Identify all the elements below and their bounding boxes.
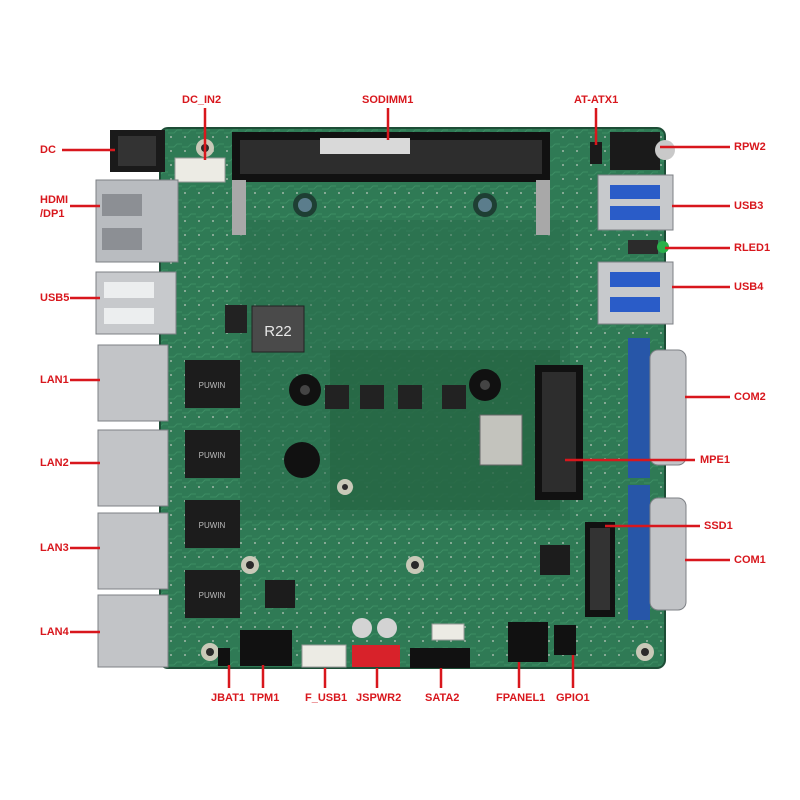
mpe1-slot [535,365,583,500]
rled1-led [628,240,669,254]
magnetics-marking: PUWIN [199,451,226,460]
bottom-headers [218,618,576,668]
label-dc: DC [40,144,56,156]
label-lan4: LAN4 [40,626,69,638]
chips [225,305,570,608]
label-at-atx1: AT-ATX1 [574,94,619,106]
label-rpw2: RPW2 [734,141,766,153]
label-usb3: USB3 [734,200,764,212]
lan-magnetics: PUWIN PUWIN PUWIN PUWIN [185,360,240,618]
dc-jack [110,130,165,172]
label-lan1: LAN1 [40,374,69,386]
magnetics-marking: PUWIN [199,521,226,530]
label-usb5: USB5 [40,292,70,304]
leader-lines [62,108,730,688]
label-sodimm1: SODIMM1 [362,94,414,106]
com2-port [628,338,687,478]
label-fpanel1: FPANEL1 [496,692,546,704]
ssd1-slot [585,522,615,617]
label-hdmi-dp1-line1: HDMI [40,194,69,206]
usb4-port [597,261,674,325]
label-hdmi-dp1-line2: /DP1 [40,208,65,220]
label-usb4: USB4 [734,281,764,293]
magnetics-marking: PUWIN [199,381,226,390]
magnetics-marking: PUWIN [199,591,226,600]
inductor-r22: R22 [251,305,305,353]
usb3-port [597,174,674,231]
sodimm-slot [232,132,550,235]
label-ssd1: SSD1 [704,520,733,532]
label-f-usb1: F_USB1 [305,692,348,704]
label-com2: COM2 [734,391,766,403]
label-gpio1: GPIO1 [556,692,590,704]
com1-port [628,485,687,620]
label-com1: COM1 [734,554,766,566]
label-jbat1: JBAT1 [211,692,246,704]
label-sata2: SATA2 [425,692,460,704]
hdmi-dp-ports [95,179,179,263]
inductor-marking: R22 [264,323,292,340]
label-lan2: LAN2 [40,457,69,469]
label-rled1: RLED1 [734,242,771,254]
usb5-port [95,271,177,335]
label-dc-in2: DC_IN2 [182,94,222,106]
label-lan3: LAN3 [40,542,69,554]
label-jspwr2: JSPWR2 [356,692,402,704]
rpw2-button [610,132,675,170]
at-atx1-jumper [590,142,602,164]
dc-in2-header [174,157,226,183]
mounting-holes [196,139,654,661]
label-tpm1: TPM1 [250,692,280,704]
lan-ports [97,344,169,668]
label-mpe1: MPE1 [700,454,730,466]
